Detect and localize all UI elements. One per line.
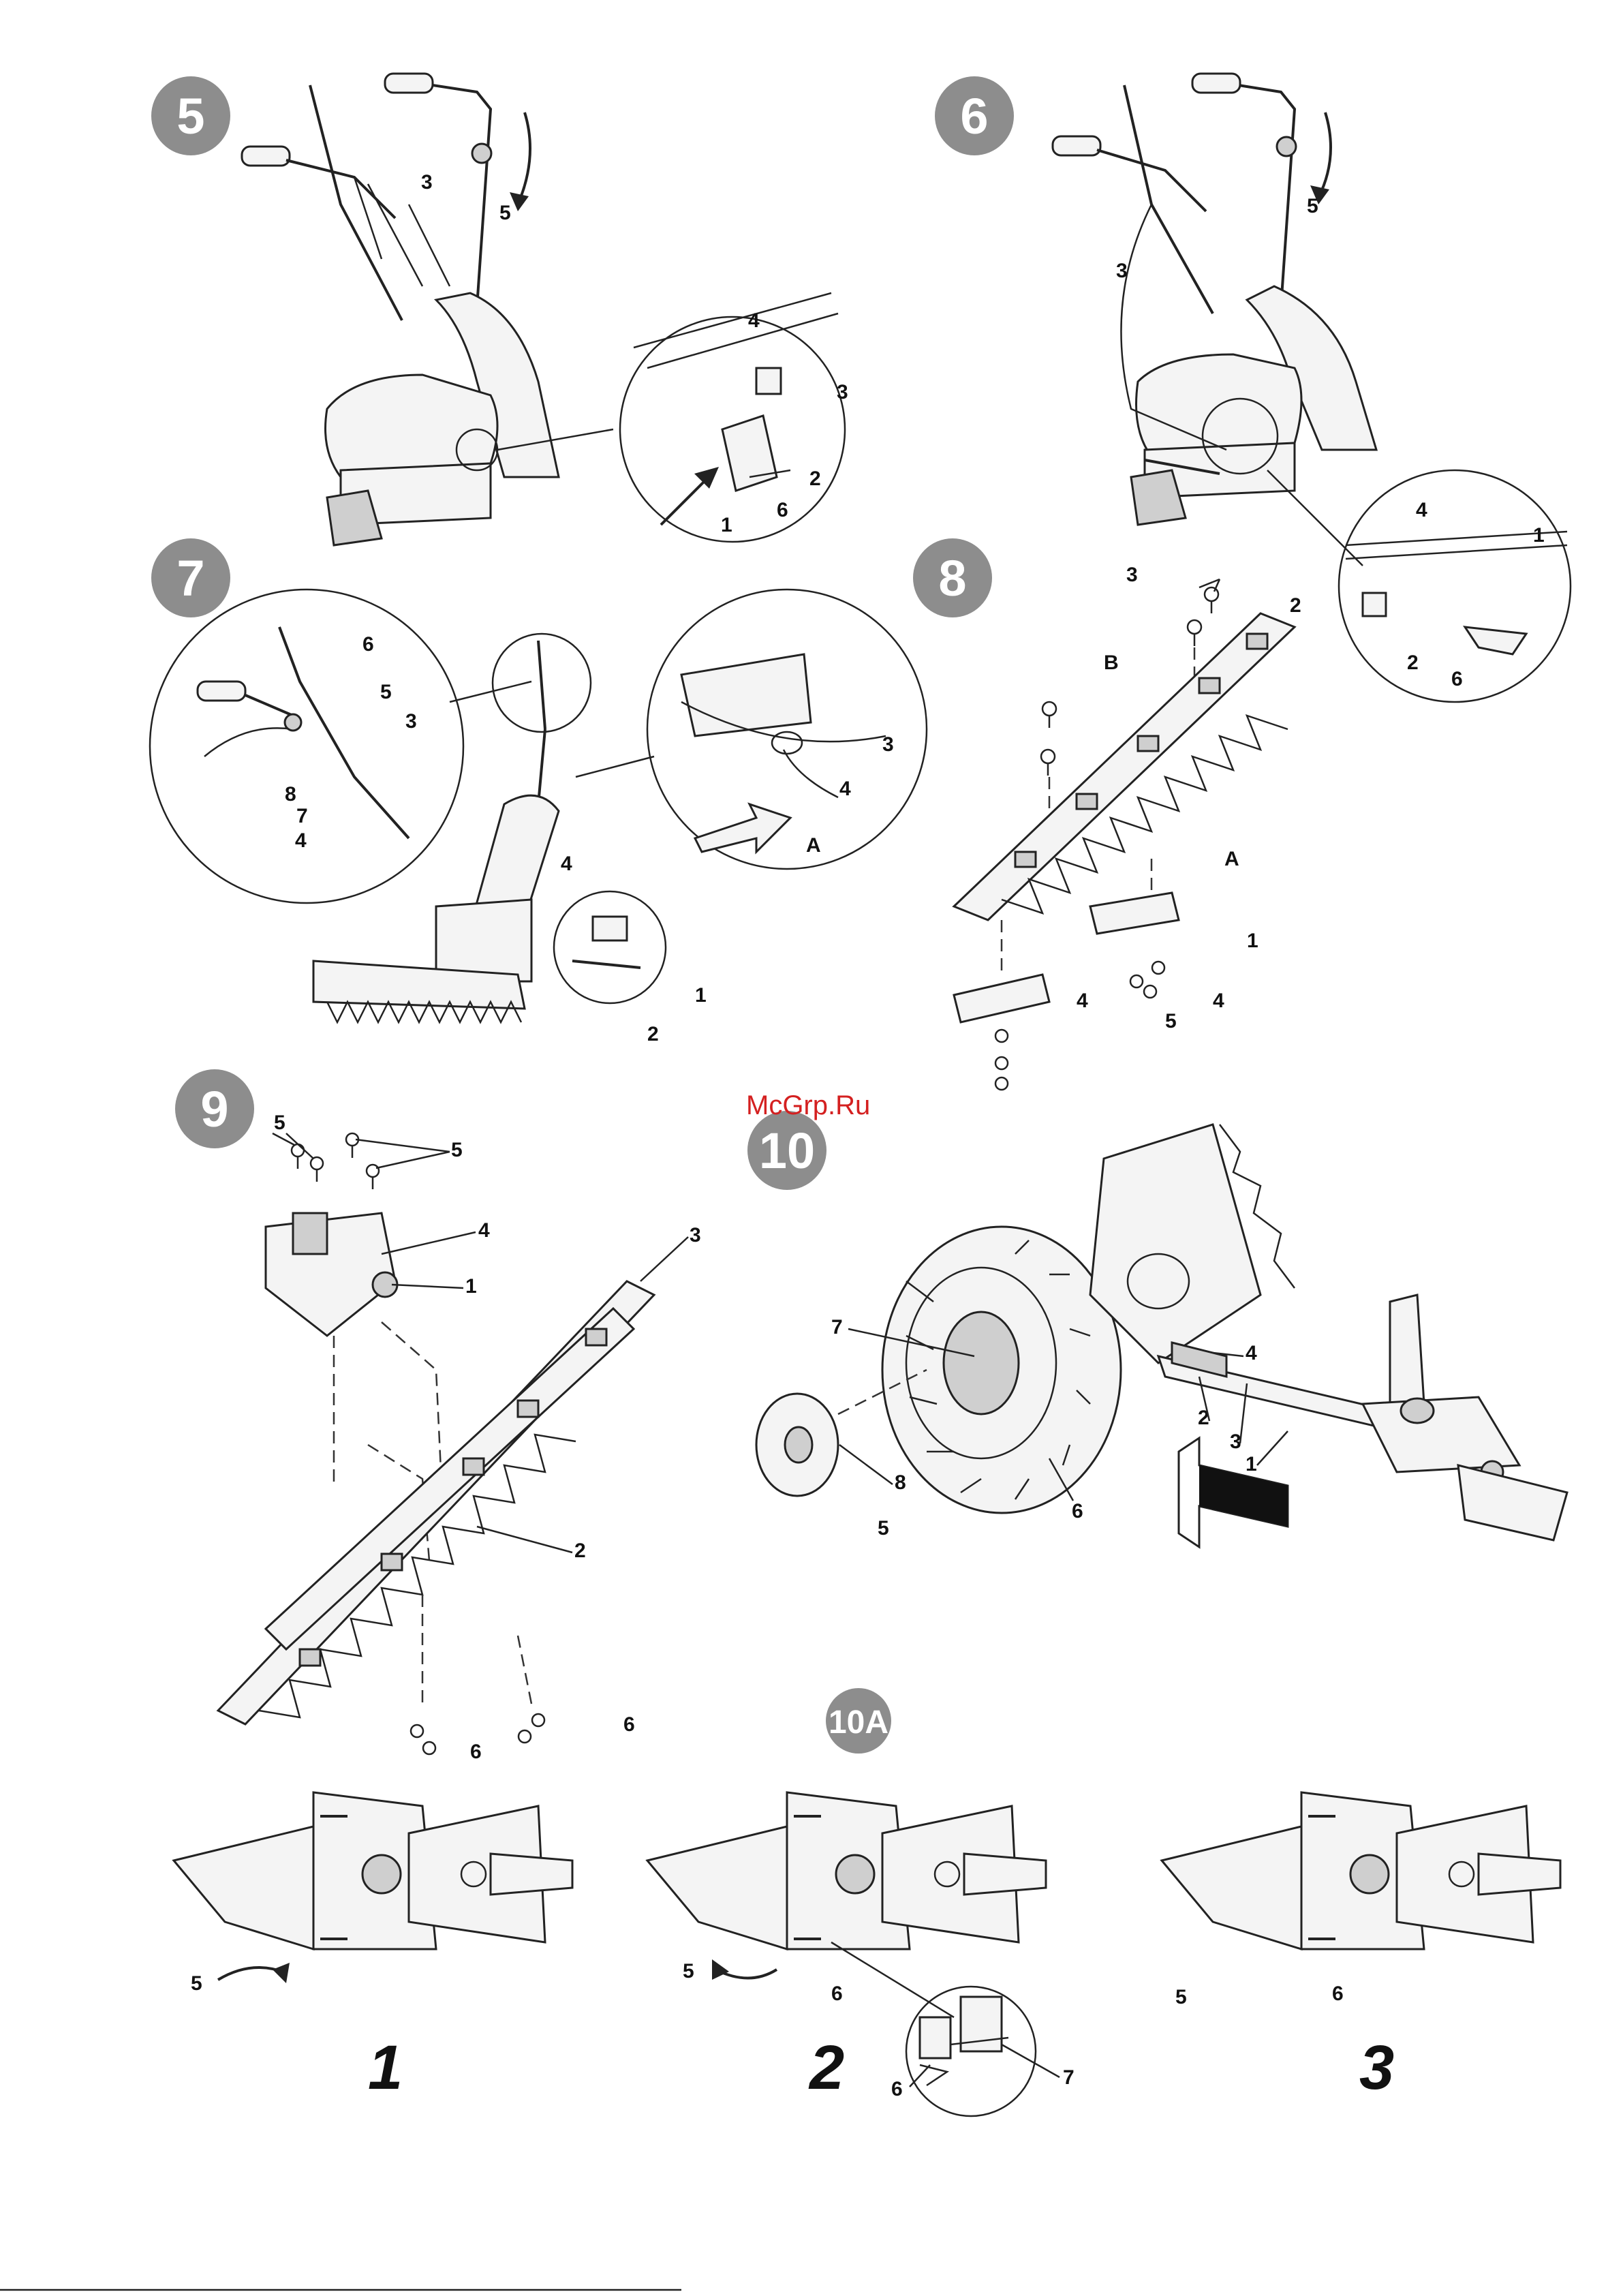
figure-8-label-3: 3 [1126,564,1138,586]
figure-5-detail-label-6: 6 [777,499,788,521]
figure-9-label-1: 1 [465,1275,477,1298]
figure-6-label-5: 5 [1307,195,1318,217]
figure-10A-step-2-number: 2 [808,2033,844,2102]
figure-7-label-4: 4 [295,829,307,852]
figure-7-right-label-A: A [806,834,821,857]
figure-7-label-5: 5 [380,681,392,703]
figure-7-left-detail-circle [150,590,463,903]
figure-10A-step-2-detail-label-6: 6 [891,2078,903,2100]
figure-9-label-4: 4 [478,1219,490,1242]
figure-9: 9 5 5 4 1 [175,1069,701,1763]
figure-9-label-5-left: 5 [274,1112,285,1134]
figure-6-detail-label-2: 2 [1407,652,1419,674]
figure-9-number: 9 [200,1081,228,1137]
figure-10-label-8: 8 [895,1471,906,1494]
figure-9-label-6-right: 6 [623,1713,635,1736]
figure-10A-step-3: 5 6 3 [1162,1792,1560,2102]
figure-7-machine-label-4: 4 [561,853,572,875]
figure-10A-step-3-label-5: 5 [1175,1986,1187,2008]
figure-9-label-5-right: 5 [451,1139,463,1161]
figure-7-right-label-4: 4 [839,778,851,800]
figure-10-label-7: 7 [831,1316,843,1338]
figure-6-detail-circle [1339,470,1571,702]
figure-10A-step-1-label-5: 5 [191,1972,202,1995]
figure-6-number: 6 [960,88,988,144]
figure-5-label-5: 5 [499,202,511,224]
figure-10-label-1: 1 [1246,1453,1257,1475]
figure-10-number: 10 [759,1122,815,1179]
figure-5: 5 3 5 4 3 2 6 1 [151,74,848,545]
figure-6-detail-label-1: 1 [1533,524,1545,547]
figure-10A-step-3-number: 3 [1359,2033,1394,2102]
figure-6: 6 5 3 4 1 2 6 [935,74,1571,702]
figure-10A: 10A 5 1 [174,1688,1560,2116]
figure-7-bottom-detail-circle [554,891,666,1003]
figure-7-detail-label-1: 1 [695,984,707,1007]
figure-8-label-A: A [1224,848,1239,870]
figure-7: 7 6 5 3 8 7 4 4 1 2 3 [150,538,927,1045]
figure-10-label-4: 4 [1246,1342,1257,1364]
figure-7-label-6: 6 [362,633,374,656]
figure-7-detail-label-2: 2 [647,1023,659,1045]
figure-5-detail-label-4: 4 [748,309,760,332]
figure-6-label-3: 3 [1116,260,1128,282]
figure-10-label-6: 6 [1072,1500,1083,1522]
figure-9-label-6-left: 6 [470,1741,482,1763]
figure-9-label-2: 2 [574,1540,586,1562]
figure-8-label-1: 1 [1247,930,1258,952]
figure-8-label-4-left: 4 [1077,990,1088,1012]
figure-8-label-2: 2 [1290,594,1301,617]
figure-7-label-8: 8 [285,783,296,806]
figure-10A-step-3-label-6: 6 [1332,1983,1344,2005]
watermark: McGrp.Ru [746,1090,870,1120]
figure-6-detail-label-4: 4 [1416,499,1427,521]
figure-8: 8 3 2 B A [913,538,1301,1090]
figure-7-label-7: 7 [296,805,308,827]
figure-8-label-4-right: 4 [1213,990,1224,1012]
figure-10A-step-2: 5 6 6 7 2 [647,1792,1075,2116]
figure-8-number: 8 [938,550,966,607]
figure-10A-step-2-detail-label-7: 7 [1063,2066,1075,2089]
figure-5-detail-label-2: 2 [809,468,821,490]
figure-5-label-3: 3 [421,171,433,194]
figure-8-label-5: 5 [1165,1010,1177,1032]
figure-10: 10 McGrp.Ru 7 4 2 3 1 8 5 6 [746,1090,1567,1547]
figure-10A-number: 10A [829,1704,888,1741]
figure-7-label-3: 3 [405,710,417,733]
figure-8-label-B: B [1104,652,1119,674]
figure-10-label-5: 5 [878,1517,889,1540]
figure-5-detail-label-1: 1 [721,514,732,536]
figure-5-detail-label-3: 3 [837,381,848,403]
figure-10A-step-2-label-5: 5 [683,1960,694,1983]
figure-5-number: 5 [176,88,204,144]
figure-10A-step-1-number: 1 [368,2033,403,2102]
figure-9-label-3: 3 [690,1224,701,1246]
figure-10A-step-2-label-6: 6 [831,1983,843,2005]
figure-7-right-detail-circle [647,590,927,869]
figure-6-detail-label-6: 6 [1451,668,1463,690]
figure-7-right-label-3: 3 [882,733,894,756]
figure-10A-step-1: 5 1 [174,1792,572,2102]
figure-7-number: 7 [176,550,204,607]
